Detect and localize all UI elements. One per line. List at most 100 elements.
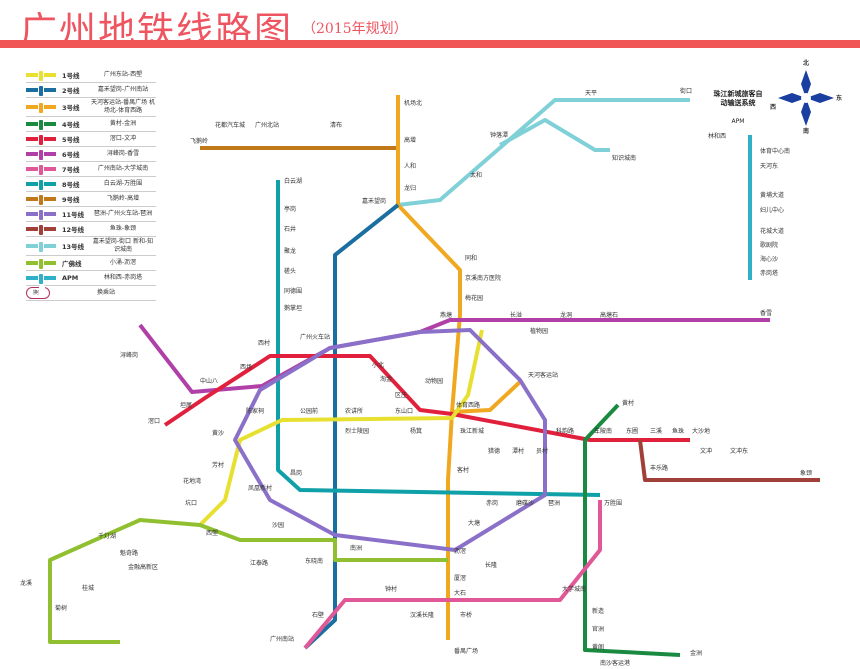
station-label[interactable]: 员村 (536, 448, 549, 455)
station-label[interactable]: 广州火车站 (300, 334, 331, 341)
station-label[interactable]: 钟村 (385, 586, 398, 593)
station-label[interactable]: 东山口 (395, 408, 414, 415)
line-11[interactable] (233, 328, 547, 552)
station-label[interactable]: 高增 (404, 137, 417, 144)
station-label[interactable]: 西塱 (206, 530, 219, 537)
station-label[interactable]: 嘉禾望岗 (362, 198, 387, 205)
station-label[interactable]: 南沙客运港 (600, 660, 631, 667)
station-label[interactable]: 西村 (258, 340, 271, 347)
station-label[interactable]: 千灯湖 (98, 533, 117, 540)
station-label[interactable]: 黄埔大道 (760, 192, 785, 199)
station-label[interactable]: 珠江新城 (460, 428, 485, 435)
station-label[interactable]: 官洲 (592, 626, 605, 633)
station-label[interactable]: 小北 (372, 362, 385, 369)
station-label[interactable]: 广州北站 (255, 122, 280, 129)
station-label[interactable]: 芳村 (212, 462, 225, 469)
station-label[interactable]: 科韵路 (556, 428, 575, 435)
station-label[interactable]: 象颈 (800, 470, 813, 477)
station-label[interactable]: 琶洲 (548, 500, 561, 507)
line-1[interactable] (198, 329, 484, 527)
station-label[interactable]: 区庄 (395, 392, 408, 399)
station-label[interactable]: 文冲东 (730, 448, 749, 455)
station-label[interactable]: 江泰路 (250, 560, 269, 567)
station-label[interactable]: 天河客运站 (528, 372, 559, 379)
station-label[interactable]: 槎头 (284, 268, 297, 275)
station-label[interactable]: 车陂南 (594, 428, 613, 435)
station-label[interactable]: 赤岗塔 (760, 270, 779, 277)
station-label[interactable]: 浔峰岗 (120, 352, 139, 359)
station-label[interactable]: 聚龙 (284, 248, 297, 255)
station-label[interactable]: 海心沙 (760, 256, 779, 263)
station-label[interactable]: 西场 (240, 364, 253, 371)
station-label[interactable]: 中山八 (200, 378, 219, 385)
station-label[interactable]: 鹅掌坦 (284, 305, 303, 312)
station-label[interactable]: 菊树 (55, 605, 68, 612)
station-label[interactable]: 林和西 (708, 133, 727, 140)
station-label[interactable]: 梅花园 (465, 295, 484, 302)
station-label[interactable]: 天平 (585, 90, 598, 97)
station-label[interactable]: 陈家祠 (246, 408, 265, 415)
station-label[interactable]: 烈士陵园 (345, 428, 370, 435)
station-label[interactable]: 魁奇路 (120, 550, 139, 557)
station-label[interactable]: 太和 (470, 172, 483, 179)
station-label[interactable]: 燕塘 (440, 312, 453, 319)
station-label[interactable]: 昌岗 (290, 470, 303, 477)
station-label[interactable]: 桂城 (82, 585, 95, 592)
station-label[interactable]: 文冲 (700, 448, 713, 455)
station-label[interactable]: 南洲 (350, 545, 363, 552)
station-label[interactable]: 石井 (284, 226, 297, 233)
station-label[interactable]: 公园前 (300, 408, 319, 415)
station-label[interactable]: 大沙地 (692, 428, 711, 435)
line-8[interactable] (276, 180, 601, 497)
station-label[interactable]: 大塘 (468, 520, 481, 527)
station-label[interactable]: 高塘石 (600, 312, 619, 319)
line-7[interactable] (303, 500, 602, 650)
station-label[interactable]: 新造 (592, 608, 605, 615)
station-label[interactable]: 坑口 (185, 500, 198, 507)
station-label[interactable]: 石壁 (312, 612, 325, 619)
station-label[interactable]: 长湴 (510, 312, 523, 319)
station-label[interactable]: 人和 (404, 163, 417, 170)
station-label[interactable]: 体育西路 (456, 402, 481, 409)
station-label[interactable]: 动物园 (425, 378, 444, 385)
station-label[interactable]: 飞鹅岭 (190, 138, 209, 145)
station-label[interactable]: 磨碟沙 (516, 500, 535, 507)
station-label[interactable]: 知识城南 (612, 155, 637, 162)
station-label[interactable]: 白云湖 (284, 178, 303, 185)
station-label[interactable]: 鱼珠 (672, 428, 685, 435)
station-label[interactable]: 京溪南方医院 (465, 275, 502, 282)
station-label[interactable]: 三溪 (650, 428, 663, 435)
line-13[interactable] (397, 98, 690, 207)
station-label[interactable]: 亭岗 (284, 206, 297, 213)
line-13-branch[interactable] (499, 118, 610, 152)
station-label[interactable]: 潭村 (512, 448, 525, 455)
station-label[interactable]: 龙溪 (20, 580, 33, 587)
station-label[interactable]: 番禺广场 (454, 648, 479, 655)
station-label[interactable]: 沙园 (272, 522, 285, 529)
station-label[interactable]: 天河东 (760, 163, 779, 170)
station-label[interactable]: 厦滘 (454, 575, 467, 582)
station-label[interactable]: 沥滘 (454, 548, 467, 555)
station-label[interactable]: 歌剧院 (760, 242, 779, 249)
station-label[interactable]: 凤凰新村 (248, 485, 273, 492)
station-label[interactable]: 金洲 (690, 650, 703, 657)
station-label[interactable]: 大学城南 (562, 586, 587, 593)
station-label[interactable]: 妇儿中心 (760, 207, 785, 214)
station-label[interactable]: 香雪 (760, 310, 773, 317)
station-label[interactable]: 汉溪长隆 (410, 612, 435, 619)
line-2[interactable] (303, 203, 400, 650)
station-label[interactable]: 街口 (680, 88, 693, 95)
station-label[interactable]: 植物园 (530, 328, 549, 335)
station-label[interactable]: 猎德 (488, 448, 501, 455)
station-label[interactable]: 东晓南 (305, 558, 324, 565)
station-label[interactable]: 长隆 (485, 562, 498, 569)
station-label[interactable]: 大石 (454, 590, 467, 597)
station-label[interactable]: 龙洞 (560, 312, 573, 319)
station-label[interactable]: 龙归 (404, 185, 417, 192)
line-5[interactable] (163, 354, 690, 442)
station-label[interactable]: 清布 (330, 122, 343, 129)
station-label[interactable]: 花地湾 (183, 478, 202, 485)
station-label[interactable]: 机场北 (404, 100, 423, 107)
station-label[interactable]: 客村 (457, 467, 470, 474)
station-label[interactable]: 花城大道 (760, 228, 785, 235)
